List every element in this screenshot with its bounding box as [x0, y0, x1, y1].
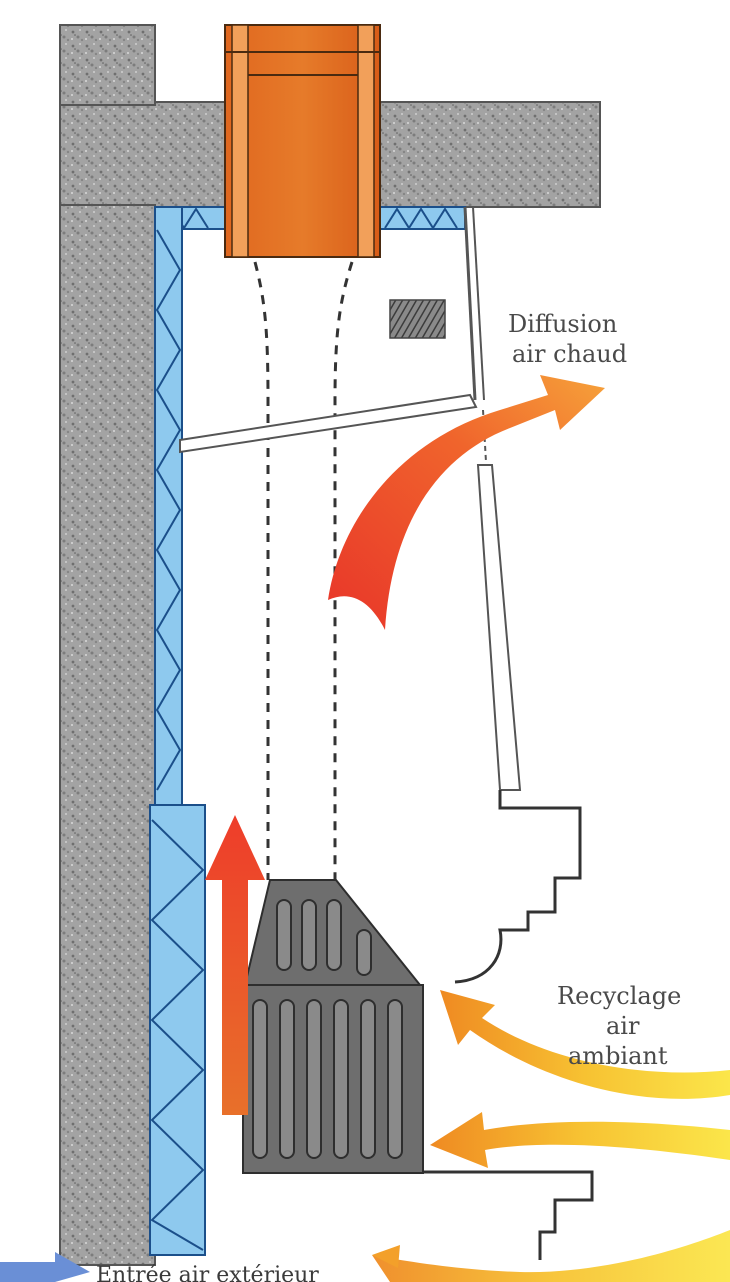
label-diffusion-line1: Diffusion [508, 310, 617, 338]
label-entree-air: Entrée air extérieur [96, 1263, 319, 1282]
label-recyclage-line2: air [606, 1012, 640, 1040]
fresh-air-arrow [0, 1252, 90, 1282]
ambient-air-arrow-lower [430, 1112, 730, 1168]
outlet-grille [389, 299, 446, 339]
wall-insulation-lower [149, 804, 206, 1256]
insert-top-fins [276, 899, 372, 976]
hood-front-upper [463, 206, 477, 401]
mantel-profile [454, 790, 582, 984]
upper-wall [59, 24, 156, 106]
wall-insulation-upper-zigzag [155, 229, 182, 791]
hot-air-up-arrow [205, 815, 265, 1115]
hood-diagonal-panel [179, 393, 478, 454]
label-recyclage-line1: Recyclage [557, 982, 681, 1010]
flue-dashed-left [253, 261, 270, 880]
ambient-air-arrow-bottom [372, 1230, 730, 1282]
hood-front-upper-inner [472, 206, 485, 401]
insert-body-fins [252, 999, 403, 1159]
flue-pipe-edge-left [231, 24, 249, 258]
ambient-air-arrow-bottom-tip [372, 1245, 400, 1268]
label-recyclage-line3: ambiant [568, 1042, 668, 1070]
flue-pipe-edge-right [357, 24, 375, 258]
masonry-wall [59, 204, 156, 1266]
hood-front-lower [476, 464, 522, 791]
hearth-base [242, 1170, 594, 1260]
flue-pipe [224, 24, 381, 258]
label-diffusion-line2: air chaud [512, 340, 627, 368]
hot-air-diffusion-arrow [328, 375, 605, 630]
wall-insulation-lower-zigzag [150, 819, 205, 1251]
ambient-air-arrow-upper [440, 990, 730, 1099]
